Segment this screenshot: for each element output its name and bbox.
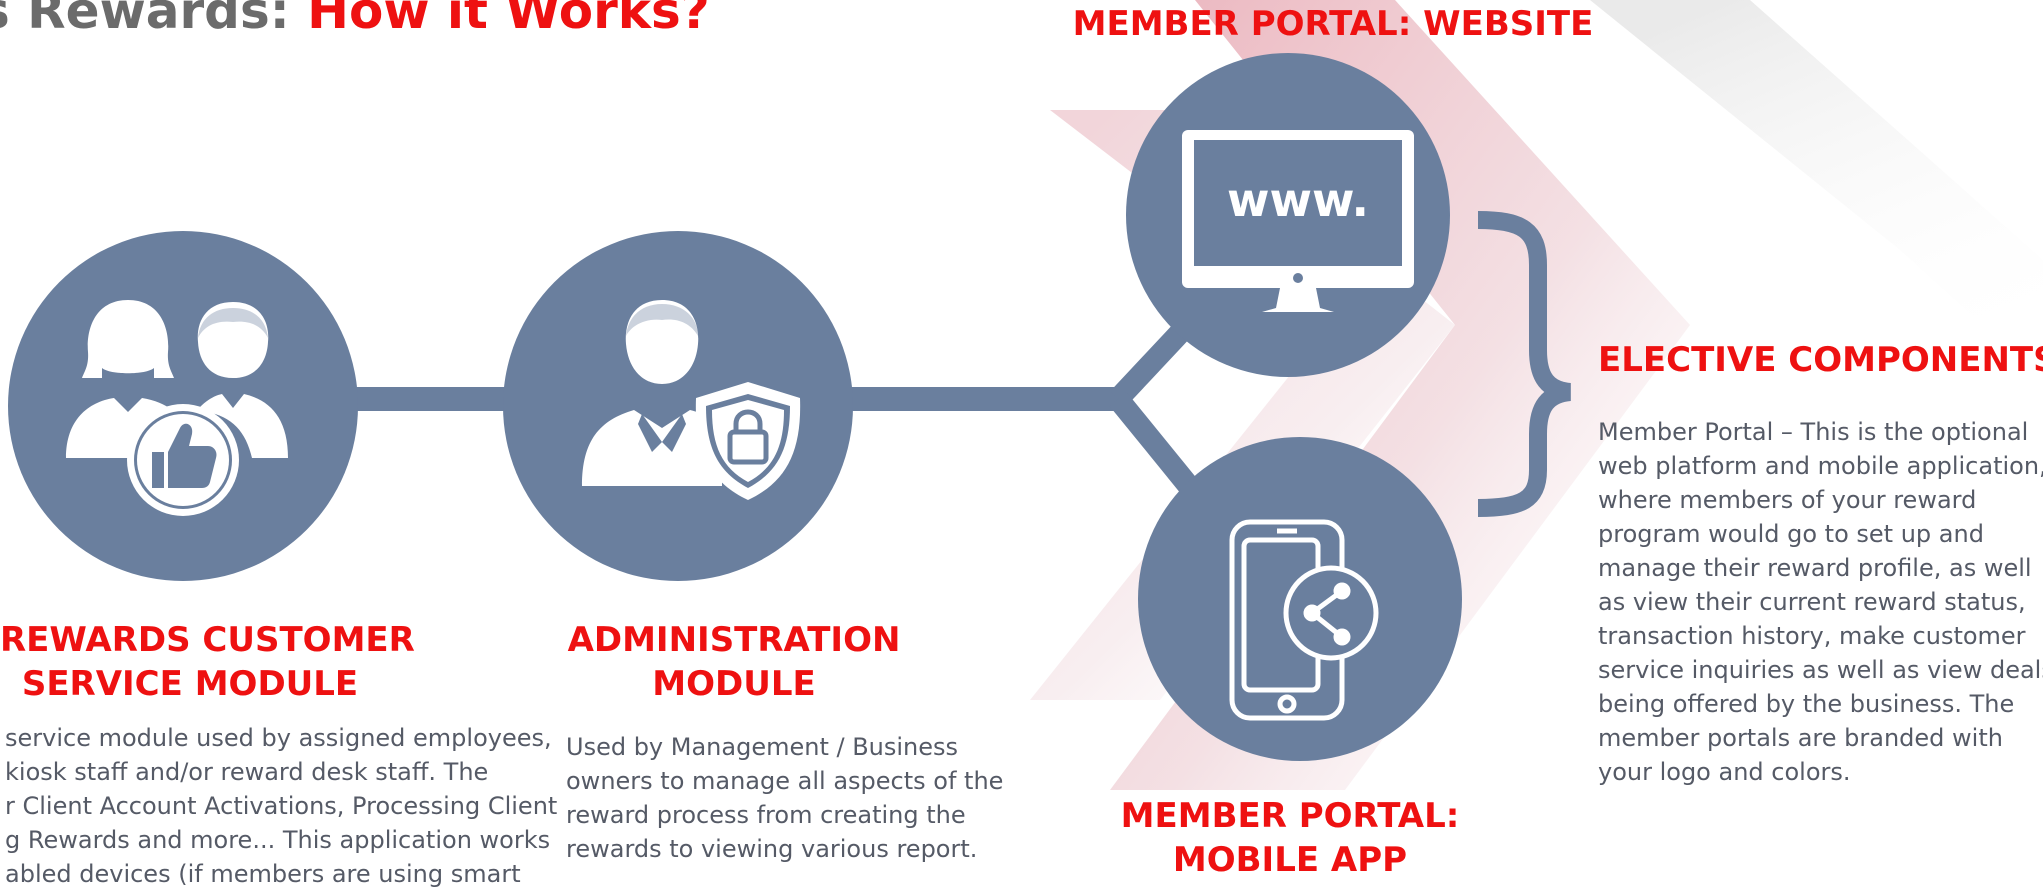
website-portal-title: MEMBER PORTAL: WEBSITE xyxy=(1072,4,1594,44)
page-title-accent: How it Works? xyxy=(307,0,710,40)
administration-module-title: ADMINISTRATION MODULE xyxy=(567,620,901,704)
administration-module-node xyxy=(503,231,853,581)
page-title: s Rewards: How it Works? xyxy=(0,0,710,40)
chevron-decoration xyxy=(1110,0,1690,790)
mobile-share-icon xyxy=(1229,519,1379,721)
chevron-decoration xyxy=(1590,0,2043,380)
rewards-module-description: service module used by assigned employee… xyxy=(5,724,558,888)
rewards-module-title: REWARDS CUSTOMER SERVICE MODULE xyxy=(0,620,415,704)
elective-components-description: Member Portal – This is the optional web… xyxy=(1598,418,2043,786)
people-thumbs-up-icon xyxy=(66,300,288,516)
monitor-www-icon xyxy=(1182,130,1414,312)
admin-shield-lock-icon xyxy=(582,300,801,500)
administration-module-description: Used by Management / Business owners to … xyxy=(566,733,1004,863)
elective-components-title: ELECTIVE COMPONENTS xyxy=(1598,340,2043,380)
mobile-portal-title: MEMBER PORTAL: MOBILE APP xyxy=(1120,796,1460,880)
page-title-prefix: s Rewards: xyxy=(0,0,308,40)
elective-brace xyxy=(1477,211,1572,517)
connector-line xyxy=(350,387,515,411)
connector-line xyxy=(1109,392,1201,497)
monitor-screen-text: www. xyxy=(1226,173,1370,227)
connector-line xyxy=(840,387,1122,411)
